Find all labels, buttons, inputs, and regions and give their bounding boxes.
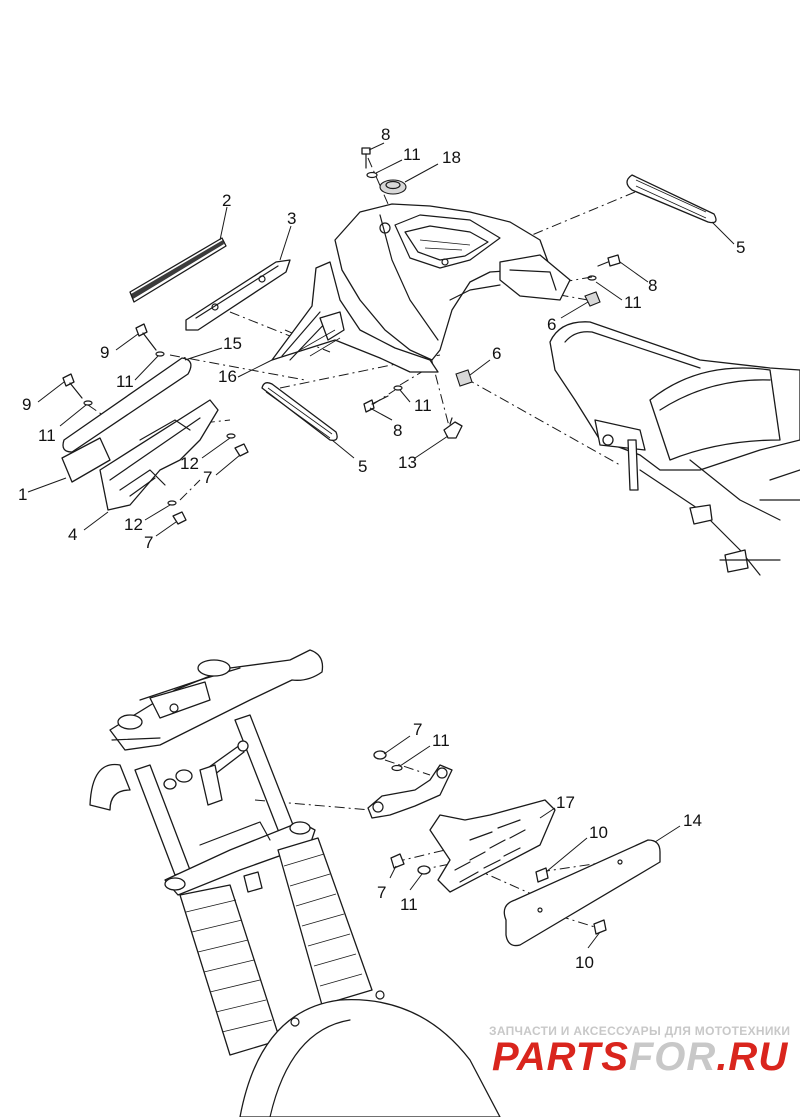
callout-11-top: 11 xyxy=(403,145,421,164)
callout-11-bottom: 11 xyxy=(400,895,418,914)
callout-10-upper: 10 xyxy=(589,823,608,842)
callout-9-lower: 9 xyxy=(22,395,31,414)
reflector-5-right xyxy=(626,174,717,224)
callout-8-lower: 8 xyxy=(393,421,402,440)
nut-7-washer-11-lower xyxy=(390,853,431,875)
callout-7-upper: 7 xyxy=(203,468,212,487)
callout-16: 16 xyxy=(218,367,237,386)
callout-14: 14 xyxy=(683,811,702,830)
front-fender xyxy=(239,990,501,1117)
callout-8-right: 8 xyxy=(648,276,657,295)
motorcycle-rear-frame xyxy=(549,321,800,576)
callout-2: 2 xyxy=(222,191,231,210)
lower-triple-clamp xyxy=(164,821,316,896)
handlebar-triple-clamp xyxy=(89,649,324,811)
fork-boots xyxy=(179,837,373,1056)
callout-6-left: 6 xyxy=(492,344,501,363)
watermark-logo-part1: PARTS xyxy=(492,1035,629,1079)
callout-4: 4 xyxy=(68,525,77,544)
callout-17: 17 xyxy=(556,793,575,812)
callout-5-right: 5 xyxy=(736,238,745,257)
rear-fender-16 xyxy=(271,261,439,373)
fork-tubes xyxy=(134,714,296,876)
clip-6-left xyxy=(455,369,473,387)
callout-11-right: 11 xyxy=(624,293,642,312)
bracket-arm-11 xyxy=(367,750,453,819)
callout-1: 1 xyxy=(18,485,27,504)
callout-7-bottom: 7 xyxy=(377,883,386,902)
callout-labels: 8 11 18 2 3 5 8 11 6 9 15 11 16 6 9 11 8… xyxy=(18,125,745,972)
callout-18: 18 xyxy=(442,148,461,167)
callout-11-center: 11 xyxy=(414,396,432,415)
license-plate-1 xyxy=(61,437,111,483)
callout-leader-lines xyxy=(27,142,735,949)
screws-10 xyxy=(535,867,607,935)
callout-3: 3 xyxy=(287,209,296,228)
plate-2-reflector-strip xyxy=(129,237,227,303)
screws-9-and-washers-11 xyxy=(62,323,165,406)
callout-15: 15 xyxy=(223,334,242,353)
license-bracket-17 xyxy=(429,799,556,893)
mount-bolts-left xyxy=(163,740,249,806)
nuts-7-washers-12 xyxy=(167,433,249,525)
license-plate-14 xyxy=(503,839,661,947)
clip-6-right xyxy=(584,291,601,307)
screw-8-lower xyxy=(363,385,403,413)
callout-9-upper: 9 xyxy=(100,343,109,362)
callout-11-bracket: 11 xyxy=(432,731,450,750)
callout-11-upper-left: 11 xyxy=(116,372,134,391)
watermark: ЗАПЧАСТИ И АКСЕССУАРЫ ДЛЯ МОТОТЕХНИКИ PA… xyxy=(489,1024,790,1079)
watermark-logo-part3: .RU xyxy=(716,1035,788,1079)
watermark-logo-part2: FOR xyxy=(629,1035,716,1079)
callout-12-lower: 12 xyxy=(124,515,143,534)
screws-8-top xyxy=(361,147,378,179)
callout-11-left: 11 xyxy=(38,426,56,445)
plate-3-bracket xyxy=(185,259,291,331)
tail-cowl-main xyxy=(334,203,571,361)
callout-7-bracket: 7 xyxy=(413,720,422,739)
callout-7-lower-left: 7 xyxy=(144,533,153,552)
callout-6-right: 6 xyxy=(547,315,556,334)
clip-13 xyxy=(443,417,463,439)
callout-5-left: 5 xyxy=(358,457,367,476)
watermark-logo: PARTSFOR.RU xyxy=(492,1035,788,1079)
bracket-4 xyxy=(99,399,219,511)
reflector-5-left xyxy=(261,382,338,441)
callout-13: 13 xyxy=(398,453,417,472)
grommet-18 xyxy=(379,179,407,195)
callout-8-top: 8 xyxy=(381,125,390,144)
screw-8-right xyxy=(587,254,621,281)
callout-10-lower: 10 xyxy=(575,953,594,972)
callout-12-upper: 12 xyxy=(180,454,199,473)
watermark-tagline: ЗАПЧАСТИ И АКСЕССУАРЫ ДЛЯ МОТОТЕХНИКИ xyxy=(489,1024,790,1038)
